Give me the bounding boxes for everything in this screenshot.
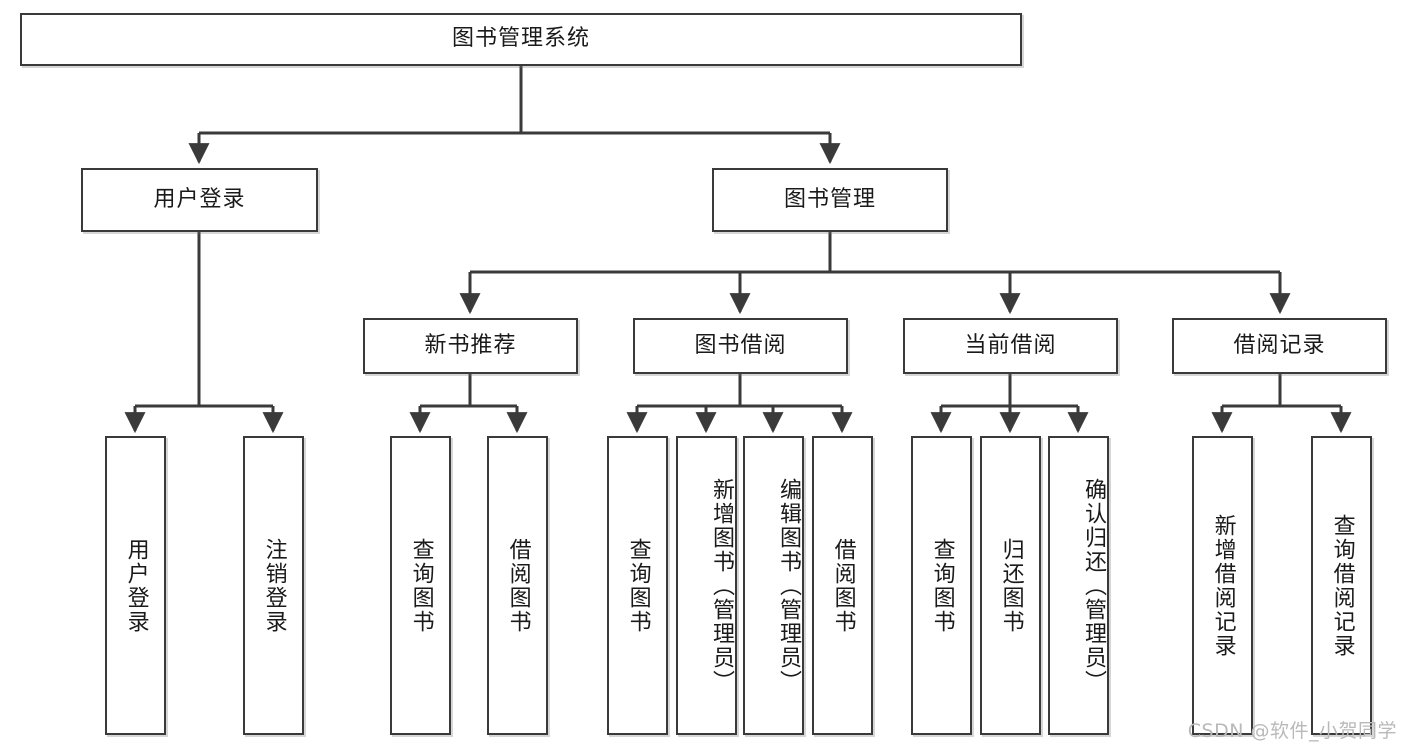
csdn-watermark: CSDN @软件_小贺同学 [1187,720,1397,742]
node-leaf-query-book-new[interactable]: 查询图书 [390,436,451,735]
node-leaf-logout[interactable]: 注销登录 [243,436,304,735]
node-leaf-borrow-book-new[interactable]: 借阅图书 [487,436,548,735]
node-root-system-label: 图书管理系统 [451,26,590,52]
node-root-system[interactable]: 图书管理系统 [20,13,1022,66]
node-leaf-user-login-label: 用户登录 [123,537,149,634]
node-leaf-logout-label: 注销登录 [261,537,287,634]
node-leaf-add-borrow-record-label: 新增借阅记录 [1210,513,1236,658]
node-leaf-query-borrow-record-label: 查询借阅记录 [1329,513,1355,658]
node-leaf-return-book-label: 归还图书 [998,537,1024,634]
node-leaf-add-book-admin-label: 新增图书（管理员） [709,477,734,694]
node-user-login-label: 用户登录 [153,186,246,212]
node-book-management-label: 图书管理 [783,186,876,212]
node-leaf-query-borrow-record[interactable]: 查询借阅记录 [1311,436,1372,735]
node-leaf-query-book-current[interactable]: 查询图书 [911,436,972,735]
node-leaf-query-book-borrow[interactable]: 查询图书 [607,436,668,735]
node-borrow-record[interactable]: 借阅记录 [1172,318,1387,374]
node-leaf-user-login[interactable]: 用户登录 [105,436,166,735]
node-leaf-query-book-new-label: 查询图书 [408,537,434,634]
node-leaf-add-borrow-record[interactable]: 新增借阅记录 [1192,436,1253,735]
node-current-borrow-label: 当前借阅 [964,332,1057,358]
node-leaf-confirm-return-admin[interactable]: 确认归还（管理员） [1048,436,1109,735]
node-leaf-edit-book-admin[interactable]: 编辑图书（管理员） [743,436,804,735]
node-user-login[interactable]: 用户登录 [81,168,318,232]
node-leaf-query-book-current-label: 查询图书 [929,537,955,634]
node-book-borrow[interactable]: 图书借阅 [633,318,848,374]
node-leaf-query-book-borrow-label: 查询图书 [625,537,651,634]
node-new-book-recommendation-label: 新书推荐 [424,332,517,358]
node-leaf-add-book-admin[interactable]: 新增图书（管理员） [676,436,737,735]
node-leaf-borrow-book-borrow[interactable]: 借阅图书 [812,436,873,735]
node-borrow-record-label: 借阅记录 [1233,332,1326,358]
node-leaf-edit-book-admin-label: 编辑图书（管理员） [776,477,801,694]
node-new-book-recommendation[interactable]: 新书推荐 [363,318,578,374]
node-book-borrow-label: 图书借阅 [694,332,787,358]
node-leaf-borrow-book-new-label: 借阅图书 [505,537,531,634]
node-leaf-return-book[interactable]: 归还图书 [980,436,1041,735]
node-current-borrow[interactable]: 当前借阅 [903,318,1118,374]
node-leaf-borrow-book-borrow-label: 借阅图书 [830,537,856,634]
node-leaf-confirm-return-admin-label: 确认归还（管理员） [1081,477,1106,694]
node-book-management[interactable]: 图书管理 [712,168,948,232]
